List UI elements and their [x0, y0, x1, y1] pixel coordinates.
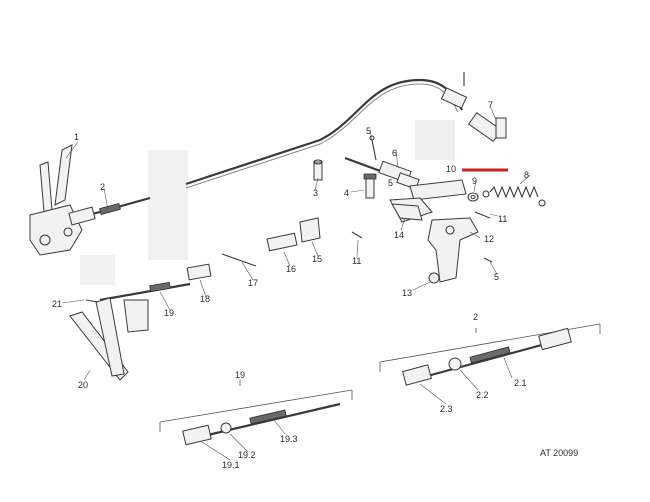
inset-19-part-19-1: 19.1 [222, 460, 240, 470]
callout-20: 20 [78, 380, 88, 390]
reference-code: AT 20099 [540, 448, 578, 458]
callout-18: 18 [200, 294, 210, 304]
callouts: 1 2 3 4 5 5 5 6 7 8 9 10 11 11 12 13 14 … [52, 100, 529, 390]
callout-5b: 5 [388, 178, 393, 188]
callout-6: 6 [392, 148, 397, 158]
callout-15: 15 [312, 254, 322, 264]
adjusting-link [68, 196, 151, 226]
callout-11a: 11 [498, 214, 507, 224]
callout-16: 16 [286, 264, 296, 274]
clip-small [483, 257, 493, 263]
clevis-assembly [344, 156, 420, 190]
inset-19-title: 19 [235, 370, 245, 380]
pivot-lever [391, 203, 423, 221]
callout-7: 7 [488, 100, 493, 110]
inset-2-title: 2 [473, 312, 478, 322]
pin-small [85, 299, 99, 303]
rod [221, 253, 257, 267]
clip [369, 135, 377, 161]
callout-9: 9 [472, 176, 477, 186]
print-shading [80, 120, 455, 285]
inset-19-part-19-3: 19.3 [280, 434, 298, 444]
inset-panel-2: 2 2.1 2.2 2.3 [379, 312, 601, 414]
inset-panel-19: 19 19.3 19.2 19.1 [159, 370, 353, 470]
callout-21: 21 [52, 299, 62, 309]
pin [313, 159, 323, 181]
plate [299, 217, 321, 243]
nut [428, 272, 440, 284]
retaining-pin [351, 211, 491, 239]
foot-pedal [69, 297, 149, 381]
inset-2-part-2-3: 2.3 [440, 404, 453, 414]
callout-13: 13 [402, 288, 412, 298]
mounting-bracket [427, 217, 479, 283]
leader-lines [61, 107, 531, 381]
washer [467, 192, 479, 202]
callout-14: 14 [394, 230, 404, 240]
callout-2: 2 [100, 182, 105, 192]
callout-3: 3 [313, 188, 318, 198]
callout-5a: 5 [366, 126, 371, 136]
callout-12: 12 [484, 234, 494, 244]
callout-19: 19 [164, 308, 174, 318]
callout-5c: 5 [494, 272, 499, 282]
callout-4: 4 [344, 188, 349, 198]
callout-17: 17 [248, 278, 258, 288]
callout-1: 1 [74, 132, 79, 142]
bushing [186, 263, 212, 281]
tube [266, 232, 298, 252]
inset-2-part-2-1: 2.1 [514, 378, 527, 388]
callout-8: 8 [524, 170, 529, 180]
callout-10: 10 [446, 164, 456, 174]
inset-2-part-2-2: 2.2 [476, 390, 489, 400]
callout-11b: 11 [352, 256, 361, 266]
bolt [363, 173, 377, 199]
cable-end [440, 72, 507, 143]
return-spring [482, 185, 546, 207]
cable-link [99, 281, 191, 302]
hand-lever [29, 144, 83, 256]
inset-19-part-19-2: 19.2 [238, 450, 256, 460]
